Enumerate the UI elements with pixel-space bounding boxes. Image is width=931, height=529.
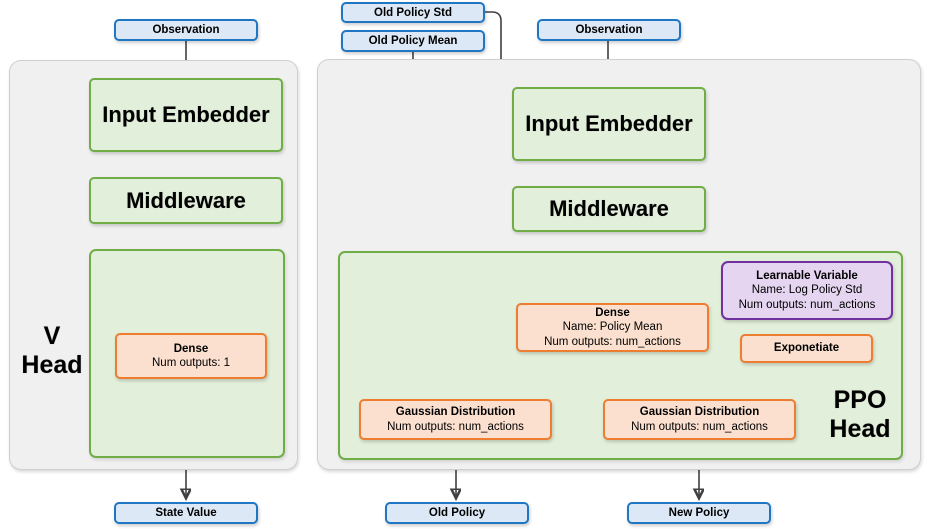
- ppo-middleware[interactable]: Middleware: [512, 186, 706, 232]
- ppo-gaussian-new-title: Gaussian Distribution: [639, 406, 760, 419]
- ppo-exponetiate-label: Exponetiate: [773, 342, 840, 355]
- input-old-policy-mean[interactable]: Old Policy Mean: [341, 30, 485, 52]
- input-old-policy-std-label: Old Policy Std: [374, 6, 452, 19]
- input-observation-ppo-label: Observation: [575, 24, 643, 36]
- v-middleware-label: Middleware: [126, 187, 246, 213]
- output-old-policy[interactable]: Old Policy: [385, 502, 529, 524]
- ppo-gaussian-new-num-outputs: Num outputs: num_actions: [631, 420, 768, 433]
- v-dense-num-outputs: Num outputs: 1: [152, 357, 230, 369]
- ppo-learnable-variable-name: Name: Log Policy Std: [751, 284, 863, 297]
- ppo-dense-title: Dense: [595, 306, 630, 319]
- ppo-head-label: PPO Head: [815, 386, 905, 444]
- ppo-input-embedder-label: Input Embedder: [525, 111, 693, 136]
- ppo-gaussian-new[interactable]: Gaussian Distribution Num outputs: num_a…: [603, 399, 796, 440]
- ppo-dense-policy-mean[interactable]: Dense Name: Policy Mean Num outputs: num…: [516, 303, 709, 352]
- input-old-policy-mean-label: Old Policy Mean: [368, 35, 458, 47]
- ppo-dense-name: Name: Policy Mean: [562, 321, 663, 334]
- input-observation-ppo[interactable]: Observation: [537, 19, 681, 41]
- ppo-gaussian-old-num-outputs: Num outputs: num_actions: [387, 420, 524, 433]
- input-observation-v-label: Observation: [152, 24, 220, 36]
- ppo-learnable-variable-title: Learnable Variable: [756, 269, 858, 282]
- output-new-policy-label: New Policy: [668, 507, 730, 519]
- output-new-policy[interactable]: New Policy: [627, 502, 771, 524]
- output-state-value-label: State Value: [155, 507, 217, 519]
- v-head-label: V Head: [18, 322, 86, 380]
- v-dense-title: Dense: [173, 342, 209, 355]
- v-dense-node[interactable]: Dense Num outputs: 1: [115, 333, 267, 379]
- output-state-value[interactable]: State Value: [114, 502, 258, 524]
- ppo-learnable-variable[interactable]: Learnable Variable Name: Log Policy Std …: [721, 261, 893, 320]
- v-head-label-line2: Head: [21, 350, 83, 379]
- ppo-gaussian-old[interactable]: Gaussian Distribution Num outputs: num_a…: [359, 399, 552, 440]
- v-head-label-line1: V: [43, 322, 61, 350]
- ppo-middleware-label: Middleware: [549, 196, 669, 221]
- ppo-head-label-line2: Head: [829, 414, 891, 443]
- ppo-dense-num-outputs: Num outputs: num_actions: [544, 335, 681, 348]
- ppo-exponetiate[interactable]: Exponetiate: [740, 334, 873, 363]
- ppo-head-label-line1: PPO: [833, 386, 887, 414]
- v-middleware[interactable]: Middleware: [89, 177, 283, 224]
- ppo-learnable-variable-num-outputs: Num outputs: num_actions: [738, 298, 876, 311]
- input-old-policy-std[interactable]: Old Policy Std: [341, 2, 485, 23]
- ppo-input-embedder[interactable]: Input Embedder: [512, 87, 706, 161]
- v-input-embedder-label: Input Embedder: [102, 102, 270, 127]
- v-input-embedder[interactable]: Input Embedder: [89, 78, 283, 152]
- ppo-gaussian-old-title: Gaussian Distribution: [395, 406, 516, 419]
- output-old-policy-label: Old Policy: [428, 507, 486, 519]
- input-observation-v[interactable]: Observation: [114, 19, 258, 41]
